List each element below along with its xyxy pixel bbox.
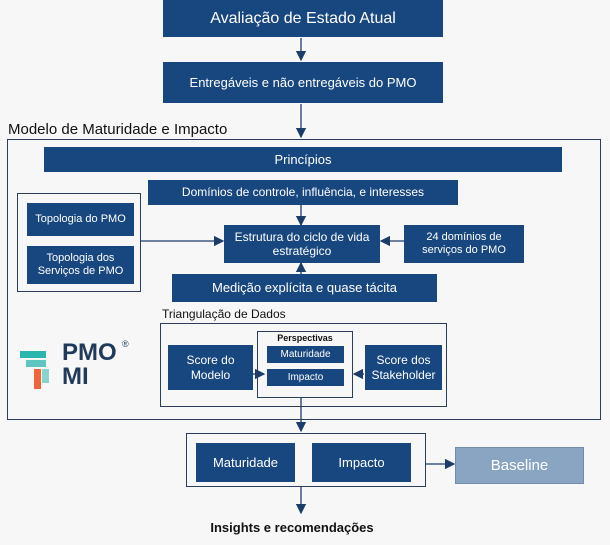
lifecycle-box: Estrutura do ciclo de vida estratégico [224,225,380,263]
topology-services-label-line2: Serviços de PMO [37,265,124,277]
triangulation-title: Triangulação de Dados [162,307,286,321]
deliverables-label: Entregáveis e não entregáveis do PMO [189,74,417,90]
baseline-box: Baseline [455,447,584,484]
topology-pmo-label: Topologia do PMO [35,212,126,225]
assessment-box: Avaliação de Estado Atual [163,0,443,37]
principles-label: Princípios [274,151,332,167]
logo-registered-mark: ® [122,339,129,349]
perspective-impact-box: Impacto [267,369,344,386]
lifecycle-label-line1: Estrutura do ciclo de vida [234,229,370,244]
perspectives-frame [257,331,353,398]
model-score-label-line2: Modelo [190,367,231,382]
services-domains-box: 24 domínios de serviços do PMO [404,225,524,263]
measurement-label: Medição explícita e quase tácita [212,280,397,296]
model-frame [7,139,601,420]
result-maturity-label: Maturidade [212,454,279,470]
logo-mark-icon [20,351,49,389]
topology-pmo-box: Topologia do PMO [27,203,134,236]
lifecycle-label-line2: estratégico [272,244,332,258]
perspective-maturity-label: Maturidade [280,348,331,360]
model-title: Modelo de Maturidade e Impacto [8,121,228,138]
triangulation-frame [160,323,447,407]
stakeholder-score-box: Score dos Stakeholder [365,345,442,390]
stakeholder-score-label-line1: Score dos [376,353,431,368]
results-frame [186,433,426,487]
perspectives-title: Perspectivas [277,333,333,343]
topology-services-label-line1: Topologia dos [46,251,115,264]
result-impact-label: Impacto [338,454,385,470]
perspective-maturity-box: Maturidade [267,346,344,363]
topology-services-box: Topologia dos Serviços de PMO [27,246,134,284]
insights-label: Insights e recomendações [210,520,374,535]
stakeholder-score-label-line2: Stakeholder [371,367,436,382]
result-maturity-box: Maturidade [196,443,295,482]
logo-text-line2: MI [62,363,89,390]
model-score-label-line1: Score do [186,353,235,368]
assessment-label: Avaliação de Estado Atual [210,9,396,27]
measurement-box: Medição explícita e quase tácita [172,274,437,302]
domains-control-box: Domínios de controle, influência, e inte… [148,180,458,205]
baseline-label: Baseline [490,456,549,474]
model-score-box: Score do Modelo [168,345,253,390]
perspective-impact-label: Impacto [287,371,324,383]
logo-text-line1: PMO [62,339,117,366]
services-domains-label-line2: serviços do PMO [422,244,506,256]
topology-group-frame [17,193,141,292]
deliverables-box: Entregáveis e não entregáveis do PMO [163,62,443,103]
domains-control-label: Domínios de controle, influência, e inte… [181,185,425,200]
pmo-mi-logo: PMO ® MI [18,339,133,393]
principles-box: Princípios [44,147,562,172]
result-impact-box: Impacto [312,443,411,482]
services-domains-label-line1: 24 domínios de [426,230,502,243]
